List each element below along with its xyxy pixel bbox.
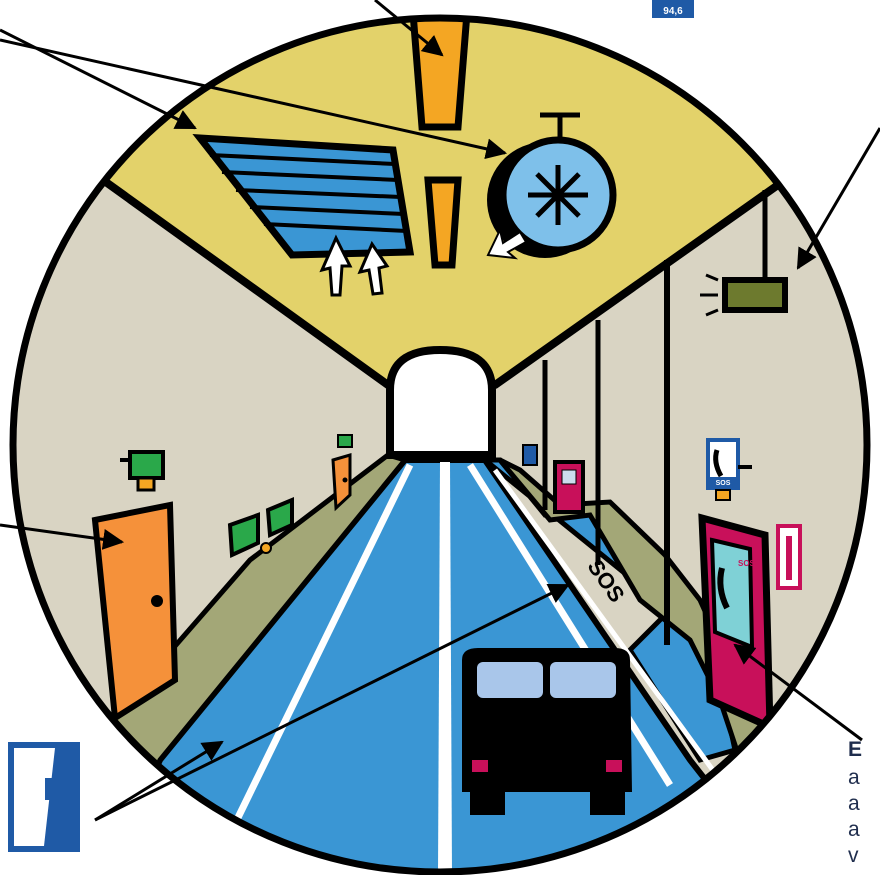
side-note-line: a: [848, 766, 880, 790]
tunnel-exit-opening: [390, 350, 492, 455]
top-blue-sign: 94,6: [652, 0, 694, 18]
center-lane-line: [438, 462, 452, 875]
exit-sign-icon: [338, 435, 352, 447]
top-sign-value: 94,6: [663, 6, 683, 17]
side-note-line: a: [848, 792, 880, 816]
fan-blades-icon: [528, 165, 588, 225]
bus-windshield: [477, 662, 543, 698]
bus: [462, 648, 632, 815]
door-sos-label: SOS: [738, 559, 756, 568]
cabinet-sos-label: SOS: [716, 480, 731, 487]
emergency-lane-sign: [8, 742, 80, 852]
exit-sign-icon: [130, 452, 163, 478]
bus-windshield: [550, 662, 616, 698]
beacon-light-icon: [138, 478, 154, 490]
side-note-line: a: [848, 818, 880, 842]
beacon-light-icon: [261, 543, 271, 553]
bus-taillight: [472, 760, 488, 772]
beacon-light-icon: [716, 490, 730, 500]
sos-cabinet-icon: [523, 445, 537, 465]
bus-taillight: [606, 760, 622, 772]
side-note-line: v: [848, 844, 880, 875]
ceiling-light: [428, 180, 458, 265]
side-note-title: E: [848, 738, 880, 762]
